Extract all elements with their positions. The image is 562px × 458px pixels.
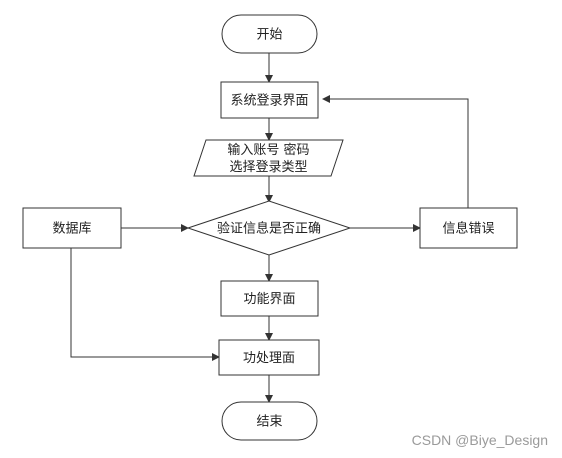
function-screen-box: [220, 280, 319, 317]
edge-error-to-login: [322, 95, 469, 208]
login-screen-box: [220, 81, 319, 119]
watermark-text: CSDN @Biye_Design: [411, 432, 548, 448]
input-parallelogram: [193, 139, 344, 177]
end-label: 结束: [256, 415, 282, 430]
error-box: [419, 207, 518, 249]
decision-label: 验证信息是否正确: [217, 221, 321, 237]
input-label-line2: 选择登录类型: [229, 160, 307, 175]
edge-database-to-processing: [70, 248, 220, 361]
start-label: 开始: [256, 28, 282, 43]
database-box: [22, 207, 122, 249]
processing-box: [218, 339, 320, 376]
error-label: 信息错误: [442, 221, 494, 237]
input-label-line1: 输入账号 密码: [227, 142, 309, 158]
start-terminal: [221, 14, 318, 54]
login-screen-label: 系统登录界面: [230, 94, 308, 109]
decision-diamond: [186, 200, 352, 256]
processing-label: 功处理面: [243, 351, 295, 366]
database-label: 数据库: [52, 221, 91, 237]
function-screen-label: 功能界面: [243, 292, 295, 307]
end-terminal: [221, 401, 318, 441]
